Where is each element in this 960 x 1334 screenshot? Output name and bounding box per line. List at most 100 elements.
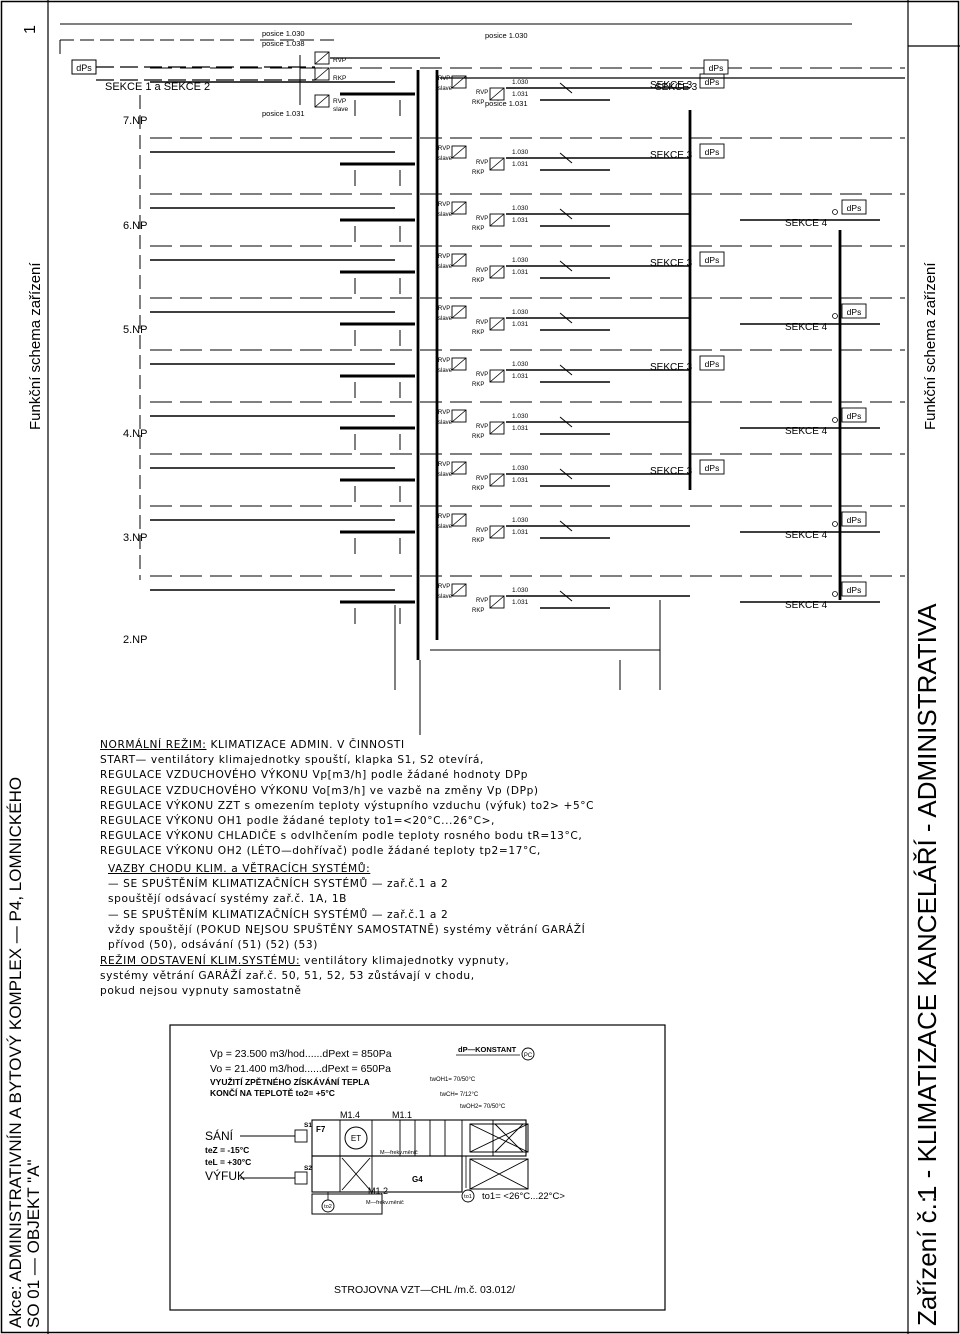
top-rvp-damper-1 — [314, 67, 330, 81]
floor-rvp2-label-0: RVP — [476, 90, 488, 96]
floor-rvp2-label-5: RVP — [476, 372, 488, 378]
floor-dps3-label-7: dPs — [705, 463, 720, 473]
floor-label-6np: 6.NP — [123, 220, 147, 232]
room-label: STROJOVNA VZT—CHL /m.č. 03.012/ — [334, 1284, 515, 1296]
floor-dps3-label-1: dPs — [705, 147, 720, 157]
floor-dps4-label-6: dPs — [847, 411, 862, 421]
floor-pos1031-9: 1.031 — [512, 599, 529, 606]
normal-line-6: REGULACE VÝKONU CHLADIČE s odvlhčením po… — [100, 830, 583, 843]
floor-rvp-damper-a-3 — [451, 253, 467, 267]
floor-rvp2-label-2: RVP — [476, 216, 488, 222]
floor-flow-arrow-8 — [559, 520, 573, 532]
pc-controller-icon — [521, 1047, 535, 1061]
ahu-vo: Vo = 21.400 m3/hod......dPext = 650Pa — [210, 1063, 391, 1075]
normal-line-7: REGULACE VÝKONU OH2 (LÉTO—dohřívač) podl… — [100, 845, 541, 858]
floor-flow-arrow-4 — [559, 312, 573, 324]
floor-sekce4-9: SEKCE 4 — [785, 600, 828, 611]
vazby-line-3: — SE SPUŠTĚNÍM KLIMATIZAČNÍCH SYSTÉMŮ — … — [108, 908, 449, 921]
floor-dps4-box-8 — [841, 511, 867, 527]
floor-rvp-damper-a-8 — [451, 513, 467, 527]
floor-sekce4-4: SEKCE 4 — [785, 322, 828, 333]
floor-pos1030-1: 1.030 — [512, 149, 529, 156]
top-left-section: dPs SEKCE 1 a SEKCE 2 posice 1.030 posic… — [71, 29, 528, 118]
floor-label-4np: 4.NP — [123, 428, 147, 440]
vazby-line-5: přívod (50), odsávání (51) (52) (53) — [108, 938, 318, 951]
floor-rvp-damper-b-6 — [489, 421, 505, 435]
dps-box-top-left — [71, 59, 97, 75]
floor-rvp2-label-4: RVP — [476, 320, 488, 326]
floor-slave-label-7: slave — [438, 472, 453, 478]
floor-rvp2-label-1: RVP — [476, 160, 488, 166]
floor-rvp2-label-8: RVP — [476, 528, 488, 534]
sheet-page-number: 1 — [22, 25, 39, 34]
floor-dps3-box-7 — [699, 459, 725, 475]
normal-mode-heading: NORMÁLNÍ REŽIM: KLIMATIZACE ADMIN. V ČIN… — [100, 738, 594, 753]
s1-label: S1 — [304, 1122, 312, 1129]
ahu-vp: Vp = 23.500 m3/hod......dPext = 850Pa — [210, 1048, 392, 1060]
floor-rvp-damper-b-3 — [489, 265, 505, 279]
heat-exchanger-icon — [341, 1157, 371, 1191]
floor-rvp-damper-b-4 — [489, 317, 505, 331]
off-line-2: pokud nejsou vypnuty samostatně — [100, 985, 302, 998]
floor-sekce4-6: SEKCE 4 — [785, 426, 828, 437]
vazby-line-1: — SE SPUŠTĚNÍM KLIMATIZAČNÍCH SYSTÉMŮ — … — [108, 878, 449, 891]
m11-label: M1.1 — [392, 1110, 412, 1120]
ahu-casing-upper — [311, 1119, 527, 1157]
floor-dps4-label-9: dPs — [847, 585, 862, 595]
vyfuk-label: VÝFUK — [205, 1168, 245, 1183]
floor-rkp-label-9: RKP — [472, 608, 484, 614]
posice-1031-label: posice 1.031 — [262, 109, 305, 118]
schema-label-left: Funkční schema zařízení — [27, 262, 44, 430]
posice-1031-right-label: posice 1.031 — [485, 99, 528, 108]
floor-pos1031-2: 1.031 — [512, 217, 529, 224]
floor-slave-label-1: slave — [438, 156, 453, 162]
top-rvp-damper-2 — [314, 94, 330, 108]
floor-rvp-label-9: RVP — [438, 584, 450, 590]
g4-filter-label: G4 — [412, 1175, 423, 1184]
floor-dps3-box-5 — [699, 355, 725, 371]
floor-pos1031-1: 1.031 — [512, 161, 529, 168]
floor-dps3-label-3: dPs — [705, 255, 720, 265]
floor-rvp-damper-a-9 — [451, 583, 467, 597]
plant-room: Vp = 23.500 m3/hod......dPext = 850Pa Vo… — [169, 1024, 666, 1311]
top-slave-label: slave — [333, 106, 349, 113]
sekce3-top-dps-box — [703, 59, 729, 75]
off-mode-rest: ventilátory klimajednotky vypnuty, — [300, 955, 510, 967]
floor-rvp-label-4: RVP — [438, 306, 450, 312]
floor-rvp-label-8: RVP — [438, 514, 450, 520]
sekce3-top-dps-label: dPs — [709, 63, 724, 73]
exhaust-silencer-icon — [469, 1158, 529, 1190]
to2-sensor-icon — [321, 1199, 335, 1213]
off-line-1: systémy větrání GARÁŽÍ zař.č. 50, 51, 52… — [100, 970, 475, 983]
floor-rkp-label-6: RKP — [472, 434, 484, 440]
floor-rkp-label-8: RKP — [472, 538, 484, 544]
floor-slave-label-8: slave — [438, 524, 453, 530]
normal-line-4: REGULACE VÝKONU ZZT s omezením teploty v… — [100, 799, 595, 812]
schema-label-right: Funkční schema zařízení — [922, 262, 939, 430]
floor-dps3-box-3 — [699, 251, 725, 267]
floor-rvp-damper-a-7 — [451, 461, 467, 475]
top-rvp-label: RVP — [333, 57, 346, 64]
floor-flow-arrow-7 — [559, 468, 573, 480]
floor-rvp-damper-a-4 — [451, 305, 467, 319]
floor-rvp-damper-b-0 — [489, 87, 505, 101]
damper-s1 — [294, 1129, 308, 1143]
et-label: ET — [351, 1134, 361, 1143]
vazby-line-4: vždy spouštějí (POKUD NEJSOU SPUŠTĚNY SA… — [108, 923, 586, 936]
device-title: 1 - KLIMATIZACE KANCELÁŘÍ - ADMINISTRATI… — [912, 603, 942, 1200]
to1-range-label: to1= <26°C...22°C> — [482, 1191, 565, 1202]
floor-slave-label-4: slave — [438, 316, 453, 322]
floor-rvp-damper-a-6 — [451, 409, 467, 423]
off-mode-title: REŽIM ODSTAVENÍ KLIM.SYSTÉMU: — [100, 955, 301, 967]
normal-mode-rest: KLIMATIZACE ADMIN. V ČINNOSTI — [206, 739, 405, 751]
floor-rvp-label-2: RVP — [438, 202, 450, 208]
ahu-zzt-line2: KONČÍ NA TEPLOTĚ to2= +5°C — [210, 1087, 335, 1098]
normal-line-2: REGULACE VZDUCHOVÉHO VÝKONU Vp[m3/h] pod… — [100, 769, 529, 782]
floor-pos1030-9: 1.030 — [512, 587, 529, 594]
floor-flow-arrow-0 — [559, 82, 573, 94]
floor-rkp-label-2: RKP — [472, 226, 484, 232]
floor-rkp-label-3: RKP — [472, 278, 484, 284]
floor-sensor-icon-6 — [832, 417, 838, 423]
f7-filter-label: F7 — [316, 1125, 326, 1134]
to1-sensor-label: to1 — [464, 1194, 472, 1200]
